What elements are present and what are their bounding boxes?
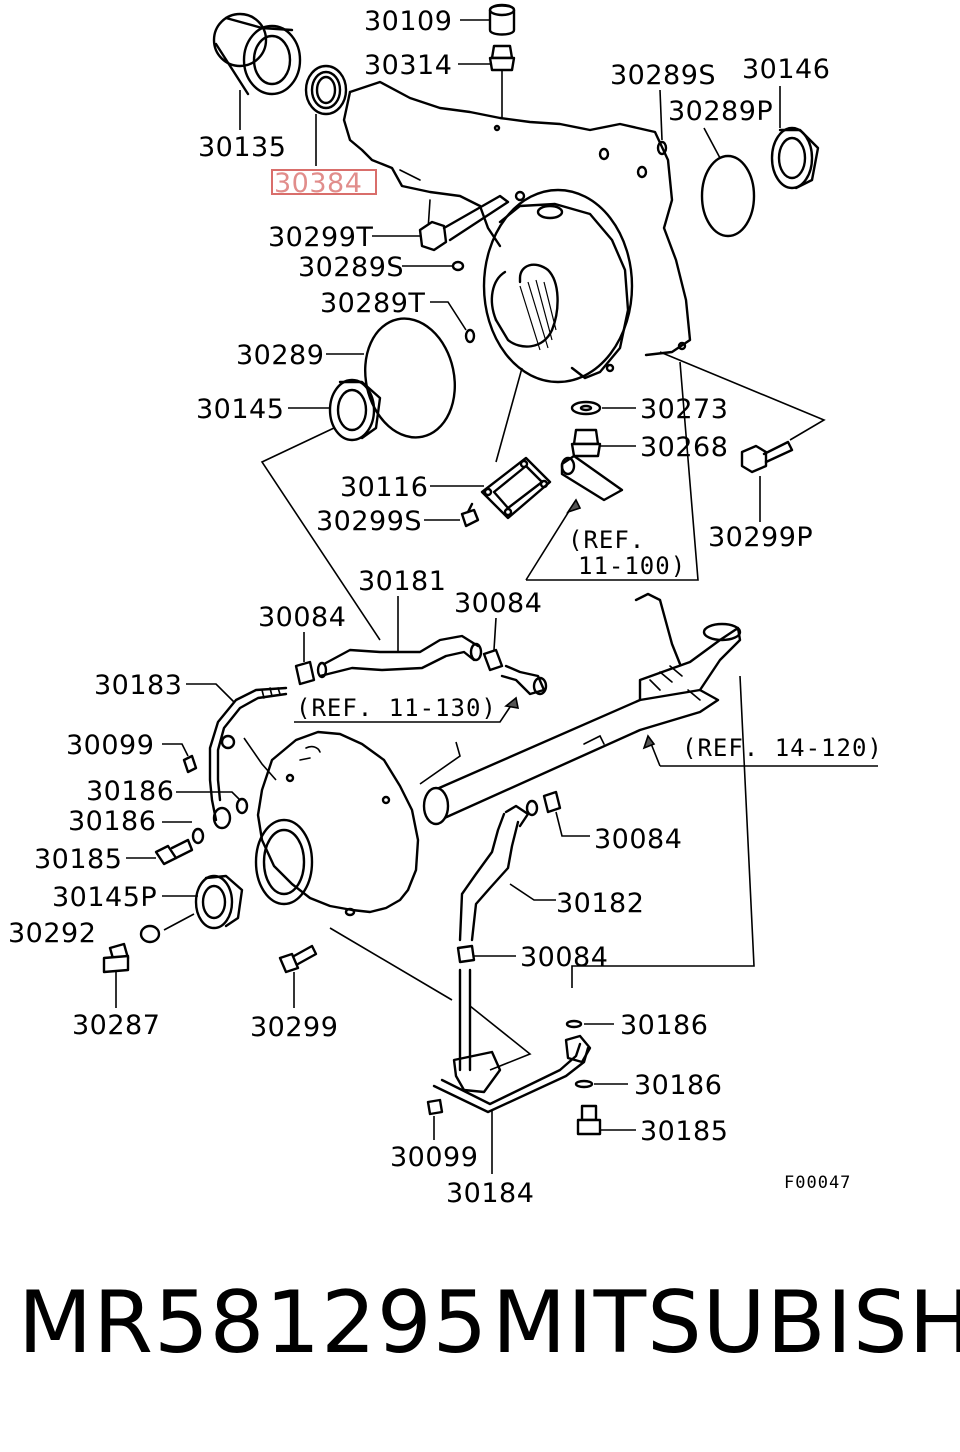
brand-name: MITSUBISHI — [492, 1273, 960, 1373]
part-30182 — [458, 799, 556, 942]
label-30135: 30135 — [198, 132, 286, 163]
label-30289S-top: 30289S — [610, 60, 716, 91]
part-30145 — [260, 378, 382, 641]
main-tube — [422, 592, 742, 826]
part-30146 — [770, 86, 820, 190]
part-30299T — [372, 194, 510, 252]
label-30314: 30314 — [364, 50, 452, 81]
part-30135 — [212, 12, 302, 130]
part-30183 — [186, 683, 288, 830]
label-30185-b: 30185 — [640, 1116, 728, 1147]
label-30186-b: 30186 — [68, 806, 156, 837]
label-ref-14-120: (REF. 14-120) — [682, 734, 883, 762]
label-ref-11-100-line1: (REF. — [568, 526, 645, 554]
part-30099-b — [426, 1098, 444, 1140]
part-30084-d — [456, 944, 516, 964]
label-30273: 30273 — [640, 394, 728, 425]
label-30184: 30184 — [446, 1178, 534, 1209]
label-30299: 30299 — [250, 1012, 338, 1043]
label-30145P: 30145P — [52, 882, 157, 913]
part-30299 — [278, 944, 318, 1008]
label-ref-11-100-line2: 11-100) — [578, 552, 686, 580]
part-30287 — [102, 942, 130, 1008]
figure-code: F00047 — [784, 1173, 851, 1193]
ref-11-100-part — [525, 361, 699, 581]
footer: MR581295 MITSUBISHI — [0, 1280, 960, 1410]
part-30268 — [570, 428, 636, 458]
part-30184 — [329, 675, 755, 1174]
ref-14-120-leader — [419, 734, 878, 785]
part-30289T — [430, 301, 476, 344]
part-30084-c — [542, 790, 590, 837]
label-30099-a: 30099 — [66, 730, 154, 761]
part-30181 — [316, 596, 483, 679]
part-30314 — [458, 44, 516, 118]
part-30084-a — [294, 632, 316, 686]
callout-labels: 30109 30314 30135 30384 30289S 30146 302… — [8, 6, 883, 1209]
label-30183: 30183 — [94, 670, 182, 701]
label-30268: 30268 — [640, 432, 728, 463]
part-30099-a — [162, 743, 198, 774]
part-30299P — [659, 351, 826, 522]
part-30273 — [570, 400, 636, 416]
label-30384: 30384 — [274, 168, 362, 199]
label-30289: 30289 — [236, 340, 324, 371]
part-30289S-mid — [402, 260, 465, 272]
part-30292 — [139, 913, 195, 944]
label-30084-d: 30084 — [520, 942, 608, 973]
part-30185-b — [576, 1104, 636, 1136]
label-30185-a: 30185 — [34, 844, 122, 875]
label-30299P: 30299P — [708, 522, 813, 553]
label-30181: 30181 — [358, 566, 446, 597]
label-30145: 30145 — [196, 394, 284, 425]
part-30186-b — [162, 821, 205, 845]
label-30287: 30287 — [72, 1010, 160, 1041]
label-30109: 30109 — [364, 6, 452, 37]
part-30186-d — [574, 1079, 628, 1089]
label-30084-c: 30084 — [594, 824, 682, 855]
part-30289S-top — [656, 89, 668, 156]
part-30299S — [424, 502, 480, 528]
label-30116: 30116 — [340, 472, 428, 503]
label-30289S-mid: 30289S — [298, 252, 404, 283]
label-30289P: 30289P — [668, 96, 773, 127]
label-30099-b: 30099 — [390, 1142, 478, 1173]
label-30186-a: 30186 — [86, 776, 174, 807]
part-30186-c — [565, 1019, 614, 1029]
ref-11-130-part — [294, 664, 548, 723]
upper-housing — [342, 80, 692, 384]
part-number: MR581295 — [18, 1273, 489, 1373]
label-30289T: 30289T — [320, 288, 425, 319]
label-30299T: 30299T — [268, 222, 373, 253]
part-30185-a — [126, 838, 194, 866]
lower-housing — [254, 730, 420, 917]
label-30186-c: 30186 — [620, 1010, 708, 1041]
part-30084-b — [482, 617, 504, 672]
label-30084-a: 30084 — [258, 602, 346, 633]
part-30384 — [271, 64, 377, 195]
label-30186-d: 30186 — [634, 1070, 722, 1101]
label-30182: 30182 — [556, 888, 644, 919]
highlight-box — [271, 169, 377, 195]
part-30289P — [700, 127, 756, 238]
label-ref-11-130: (REF. 11-130) — [296, 694, 497, 722]
part-30145P — [162, 874, 244, 930]
part-30289 — [326, 317, 457, 439]
label-30084-b: 30084 — [454, 588, 542, 619]
label-30299S: 30299S — [316, 506, 422, 537]
label-30146: 30146 — [742, 54, 830, 85]
part-30186-a — [176, 791, 249, 815]
part-30109 — [460, 3, 516, 36]
part-30116 — [430, 367, 552, 520]
label-30292: 30292 — [8, 918, 96, 949]
